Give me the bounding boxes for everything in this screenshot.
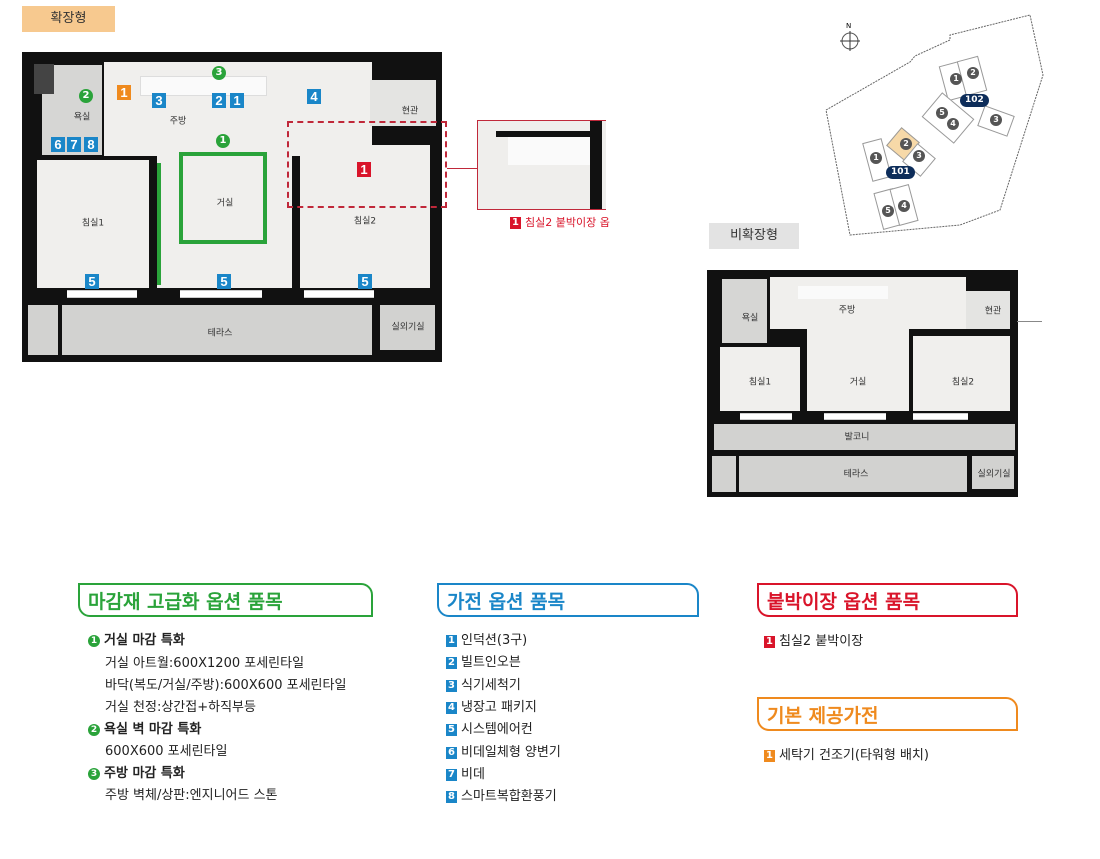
marker-appliance-4: 4 — [307, 89, 321, 104]
room-entrance: 현관 — [401, 106, 419, 117]
site-map: N 1 2 5 4 3 102 1 2 3 101 5 4 — [800, 10, 1080, 240]
basic-appliance-heading: 기본 제공가전 — [757, 697, 1018, 731]
room-bed1: 침실1 — [748, 377, 772, 388]
room-terrace: 테라스 — [843, 469, 869, 480]
room-living: 거실 — [849, 377, 867, 388]
room-kitchen: 주방 — [838, 305, 856, 316]
north-label: N — [846, 22, 852, 30]
room-bath: 욕실 — [73, 112, 91, 123]
marker-appliance-1: 1 — [230, 93, 244, 108]
unit-101-4: 4 — [898, 200, 910, 212]
marker-appliance-6: 6 — [51, 137, 65, 152]
finish-line: 주방 벽체/상판:엔지니어드 스톤 — [105, 788, 278, 803]
marker-basic-1: 1 — [117, 85, 131, 100]
marker-finish-3: 3 — [212, 66, 226, 80]
room-kitchen: 주방 — [169, 116, 187, 127]
room-entrance: 현관 — [984, 306, 1002, 317]
room-balcony: 발코니 — [844, 432, 870, 443]
closet-highlight-box — [287, 121, 447, 208]
marker-appliance-5: 5 — [85, 274, 99, 289]
building-101-label: 101 — [886, 166, 915, 179]
unit-102-5: 5 — [936, 107, 948, 119]
art-wall-marker — [157, 163, 161, 285]
appliance-options-heading: 가전 옵션 품목 — [437, 583, 699, 617]
closet-options-heading: 붙박이장 옵션 품목 — [757, 583, 1018, 617]
finish-line: 거실 아트월:600X1200 포세린타일 — [105, 656, 305, 671]
finish-options-heading: 마감재 고급화 옵션 품목 — [78, 583, 373, 617]
room-ac: 실외기실 — [977, 469, 1011, 480]
marker-appliance-5: 5 — [358, 274, 372, 289]
marker-closet-1: 1 — [357, 162, 371, 177]
room-terrace: 테라스 — [207, 328, 233, 339]
room-living: 거실 — [216, 198, 234, 209]
room-ac: 실외기실 — [391, 322, 425, 333]
unit-102-2: 2 — [967, 67, 979, 79]
unit-101-1: 1 — [870, 152, 882, 164]
marker-appliance-2: 2 — [212, 93, 226, 108]
room-bed2: 침실2 — [353, 216, 377, 227]
room-bath: 욕실 — [741, 313, 759, 324]
unit-102-3: 3 — [990, 114, 1002, 126]
unit-101-2-highlight: 2 — [900, 138, 912, 150]
finish-line: 600X600 포세린타일 — [105, 744, 228, 759]
room-bed2: 침실2 — [951, 377, 975, 388]
marker-appliance-8: 8 — [84, 137, 98, 152]
unit-101-3: 3 — [913, 150, 925, 162]
marker-appliance-3: 3 — [152, 93, 166, 108]
finish-line: 거실 천정:상간접+하직부등 — [105, 700, 256, 715]
building-102-label: 102 — [960, 94, 989, 107]
unit-102-4: 4 — [947, 118, 959, 130]
marker-finish-2: 2 — [79, 89, 93, 103]
finish-line: 바닥(복도/거실/주방):600X600 포세린타일 — [105, 678, 347, 693]
marker-finish-1: 1 — [216, 134, 230, 148]
marker-appliance-7: 7 — [67, 137, 81, 152]
room-bed1: 침실1 — [81, 218, 105, 229]
expanded-floor-plan: 욕실 주방 현관 침실1 거실 침실2 테라스 실외기실 1 3 2 1 4 6… — [0, 0, 620, 380]
closet-detail-view — [477, 120, 606, 210]
marker-appliance-5: 5 — [217, 274, 231, 289]
expanded-type-tag: 확장형 — [22, 6, 115, 32]
unit-101-5: 5 — [882, 205, 894, 217]
non-expanded-type-tag: 비확장형 — [709, 223, 799, 249]
unit-102-1: 1 — [950, 73, 962, 85]
living-finish-outline — [179, 152, 267, 244]
